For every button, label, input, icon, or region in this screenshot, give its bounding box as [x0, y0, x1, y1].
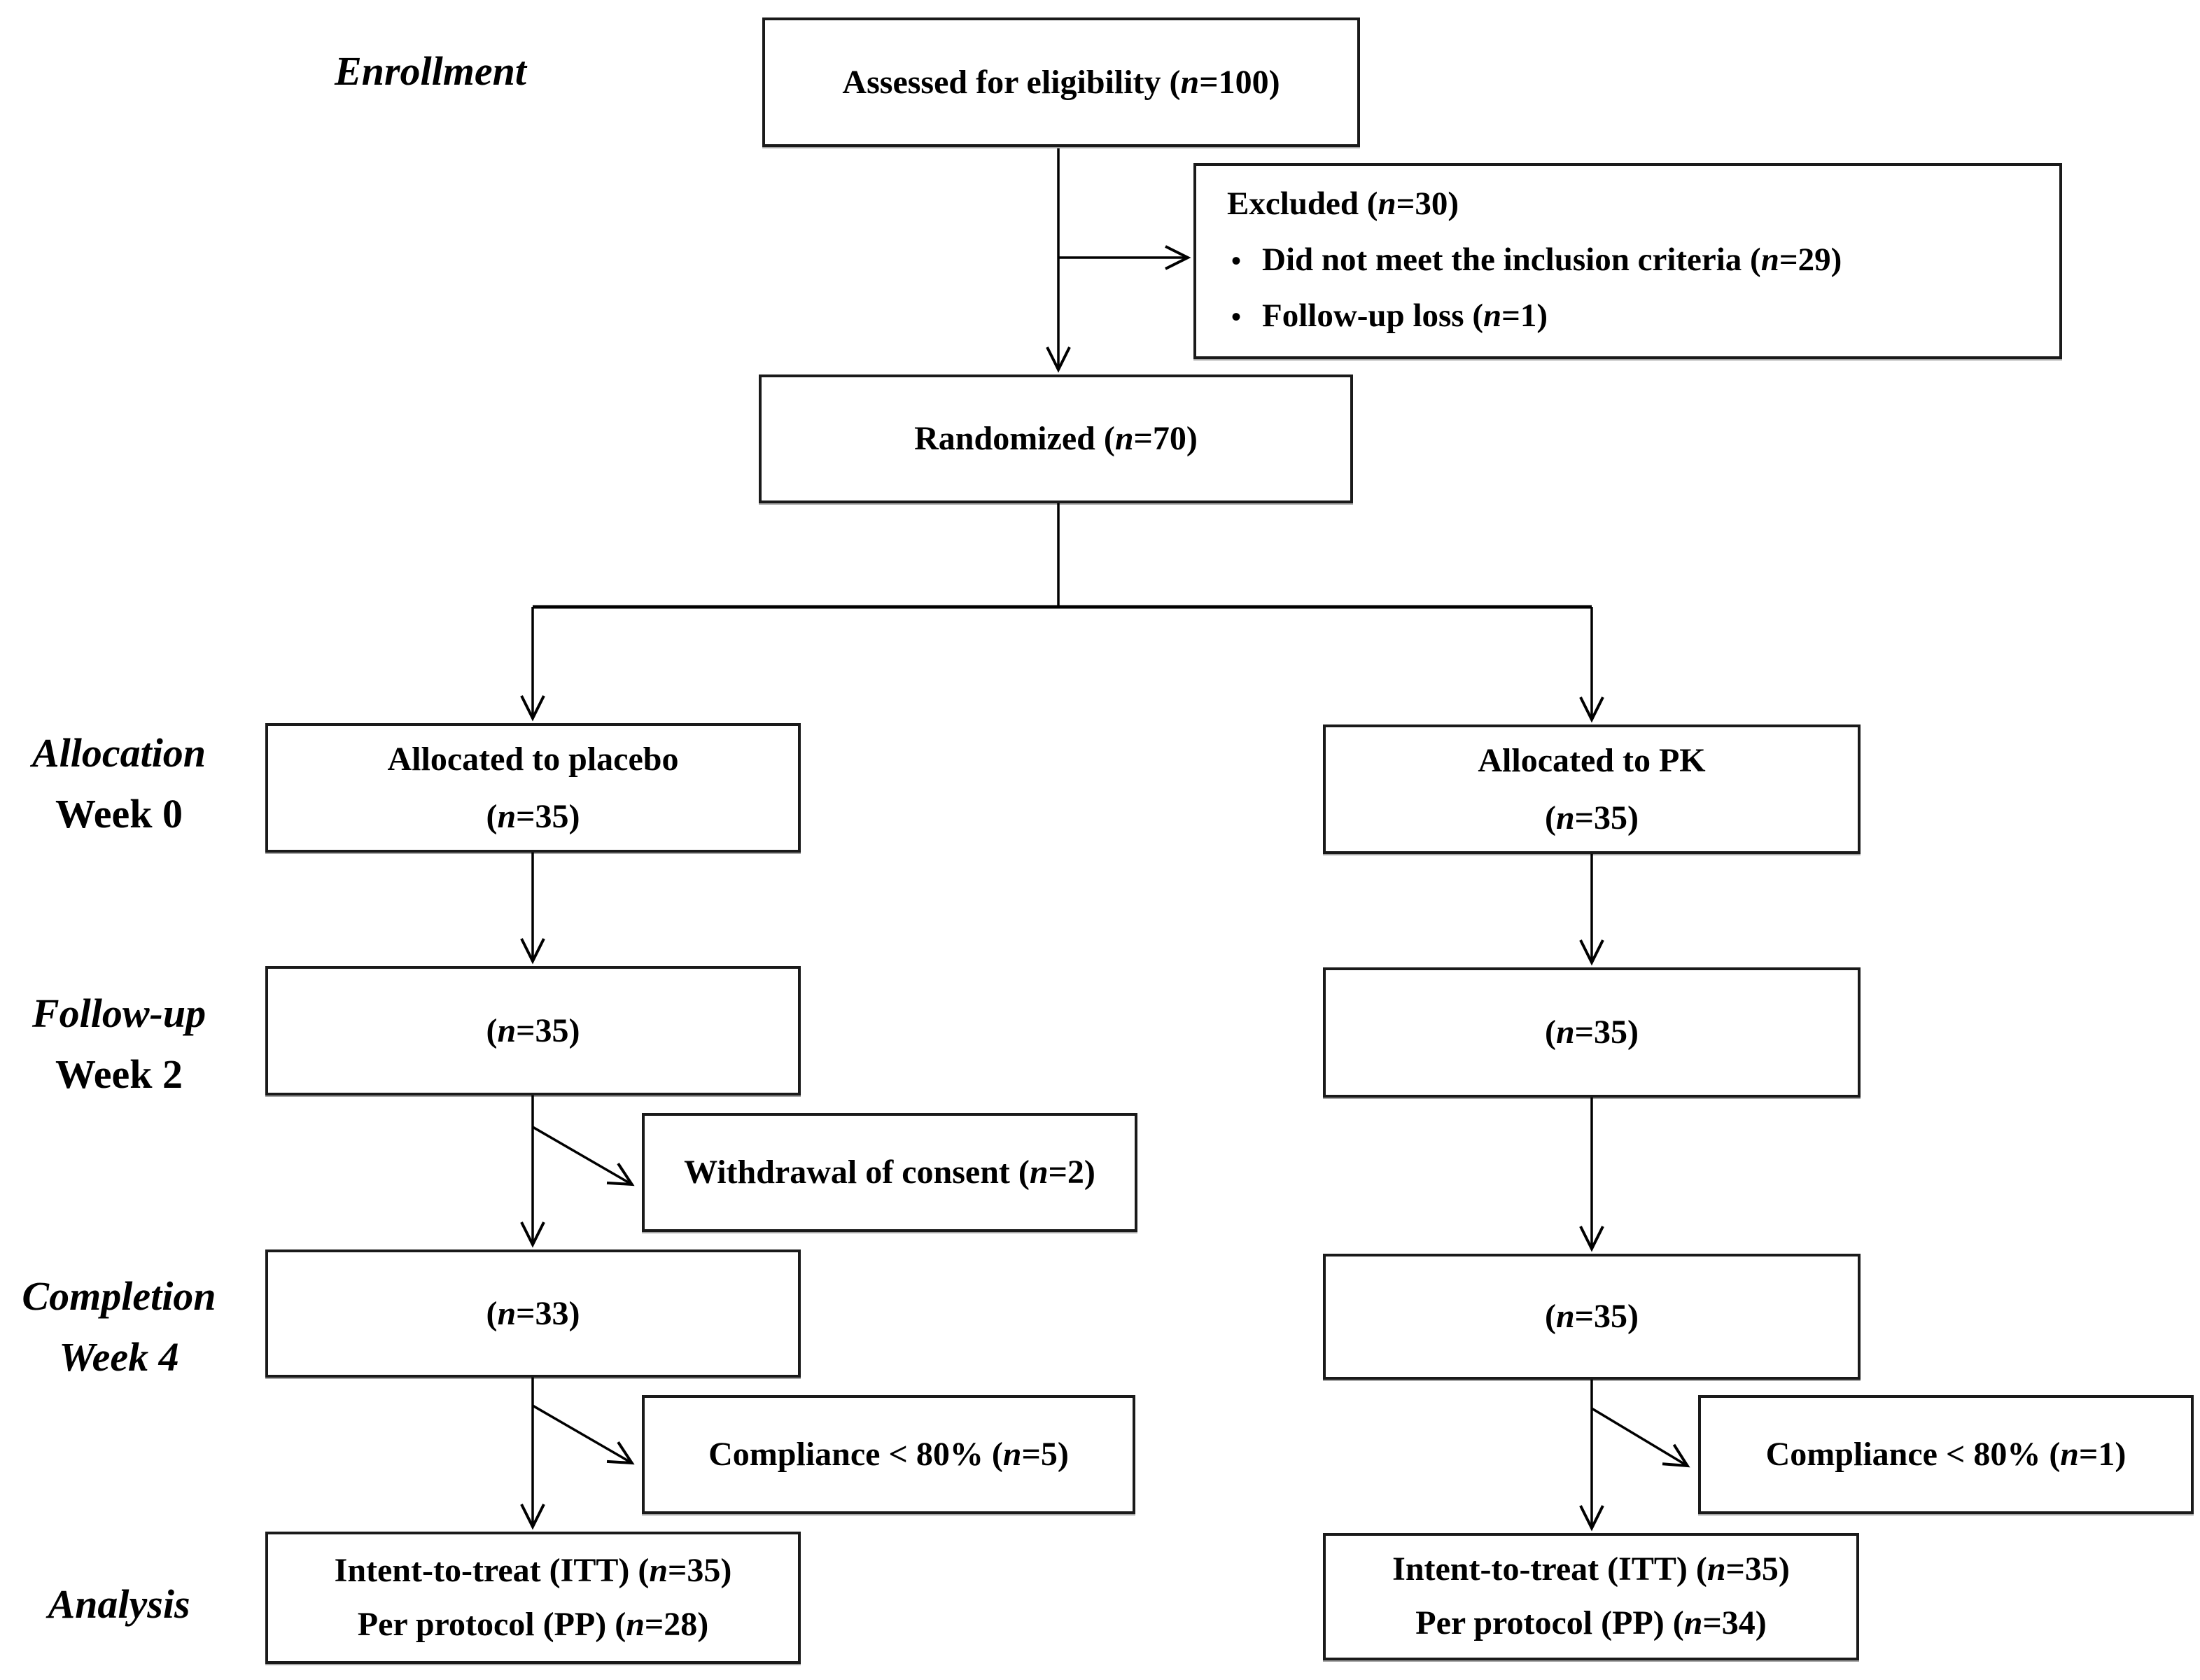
- allocated-pk-box: Allocated to PK (n=35): [1323, 724, 1861, 854]
- analysis-placebo-box: Intent-to-treat (ITT) (n=35) Per protoco…: [265, 1532, 801, 1664]
- followup-pk-box: (n=35): [1323, 967, 1861, 1098]
- allocated-pk-line1: Allocated to PK: [1478, 741, 1706, 779]
- randomized-box: Randomized (n=70): [759, 374, 1353, 503]
- analysis-pk-box: Intent-to-treat (ITT) (n=35) Per protoco…: [1323, 1533, 1859, 1660]
- allocated-placebo-line2: (n=35): [486, 797, 580, 835]
- allocated-placebo-box: Allocated to placebo (n=35): [265, 723, 801, 853]
- stage-completion: Completion Week 4: [0, 1266, 238, 1387]
- allocated-placebo-line1: Allocated to placebo: [387, 740, 679, 778]
- stage-allocation: Allocation Week 0: [0, 722, 238, 844]
- bullet-icon: •: [1231, 244, 1242, 276]
- analysis-placebo-line2: Per protocol (PP) (n=28): [357, 1605, 709, 1643]
- compliance-pk-text: Compliance < 80% (n=1): [1765, 1436, 2127, 1474]
- assessed-eligibility-box: Assessed for eligibility (n=100): [762, 18, 1360, 147]
- allocated-pk-line2: (n=35): [1544, 799, 1639, 836]
- stage-follow-up-label: Follow-up: [31, 990, 206, 1036]
- excluded-item-followup-loss: Follow-up loss (n=1): [1262, 297, 1548, 334]
- stage-follow-up: Follow-up Week 2: [0, 983, 238, 1105]
- stage-completion-label: Completion: [22, 1273, 216, 1319]
- stage-completion-week: Week 4: [59, 1334, 179, 1380]
- analysis-pk-line1: Intent-to-treat (ITT) (n=35): [1392, 1550, 1790, 1588]
- analysis-placebo-line1: Intent-to-treat (ITT) (n=35): [334, 1551, 732, 1589]
- withdrawal-consent-box: Withdrawal of consent (n=2): [642, 1113, 1137, 1232]
- followup-placebo-box: (n=35): [265, 966, 801, 1096]
- bullet-icon: •: [1231, 300, 1242, 332]
- compliance-placebo-box: Compliance < 80% (n=5): [642, 1395, 1135, 1514]
- stage-analysis: Analysis: [0, 1574, 238, 1634]
- assessed-eligibility-text: Assessed for eligibility (n=100): [842, 63, 1280, 101]
- followup-placebo-text: (n=35): [486, 1011, 580, 1049]
- stage-enrollment: Enrollment: [266, 41, 595, 102]
- excluded-title: Excluded (n=30): [1227, 186, 1459, 222]
- excluded-item-inclusion-criteria: Did not meet the inclusion criteria (n=2…: [1262, 241, 1842, 278]
- stage-follow-up-week: Week 2: [55, 1051, 183, 1097]
- analysis-pk-line2: Per protocol (PP) (n=34): [1415, 1604, 1767, 1642]
- completion-pk-text: (n=35): [1544, 1298, 1639, 1336]
- completion-placebo-box: (n=33): [265, 1250, 801, 1378]
- followup-pk-text: (n=35): [1544, 1014, 1639, 1051]
- compliance-pk-box: Compliance < 80% (n=1): [1698, 1395, 2194, 1514]
- completion-pk-box: (n=35): [1323, 1254, 1861, 1380]
- excluded-item-row: • Follow-up loss (n=1): [1227, 296, 2034, 335]
- excluded-box: Excluded (n=30) • Did not meet the inclu…: [1193, 163, 2062, 359]
- completion-placebo-text: (n=33): [486, 1294, 580, 1332]
- stage-allocation-label: Allocation: [31, 730, 206, 776]
- stage-enrollment-label: Enrollment: [335, 48, 526, 94]
- stage-allocation-week: Week 0: [55, 791, 183, 836]
- compliance-placebo-text: Compliance < 80% (n=5): [708, 1436, 1069, 1474]
- withdrawal-consent-text: Withdrawal of consent (n=2): [684, 1154, 1095, 1191]
- excluded-item-row: • Did not meet the inclusion criteria (n…: [1227, 240, 2034, 279]
- randomized-text: Randomized (n=70): [914, 420, 1198, 458]
- stage-analysis-label: Analysis: [48, 1581, 190, 1627]
